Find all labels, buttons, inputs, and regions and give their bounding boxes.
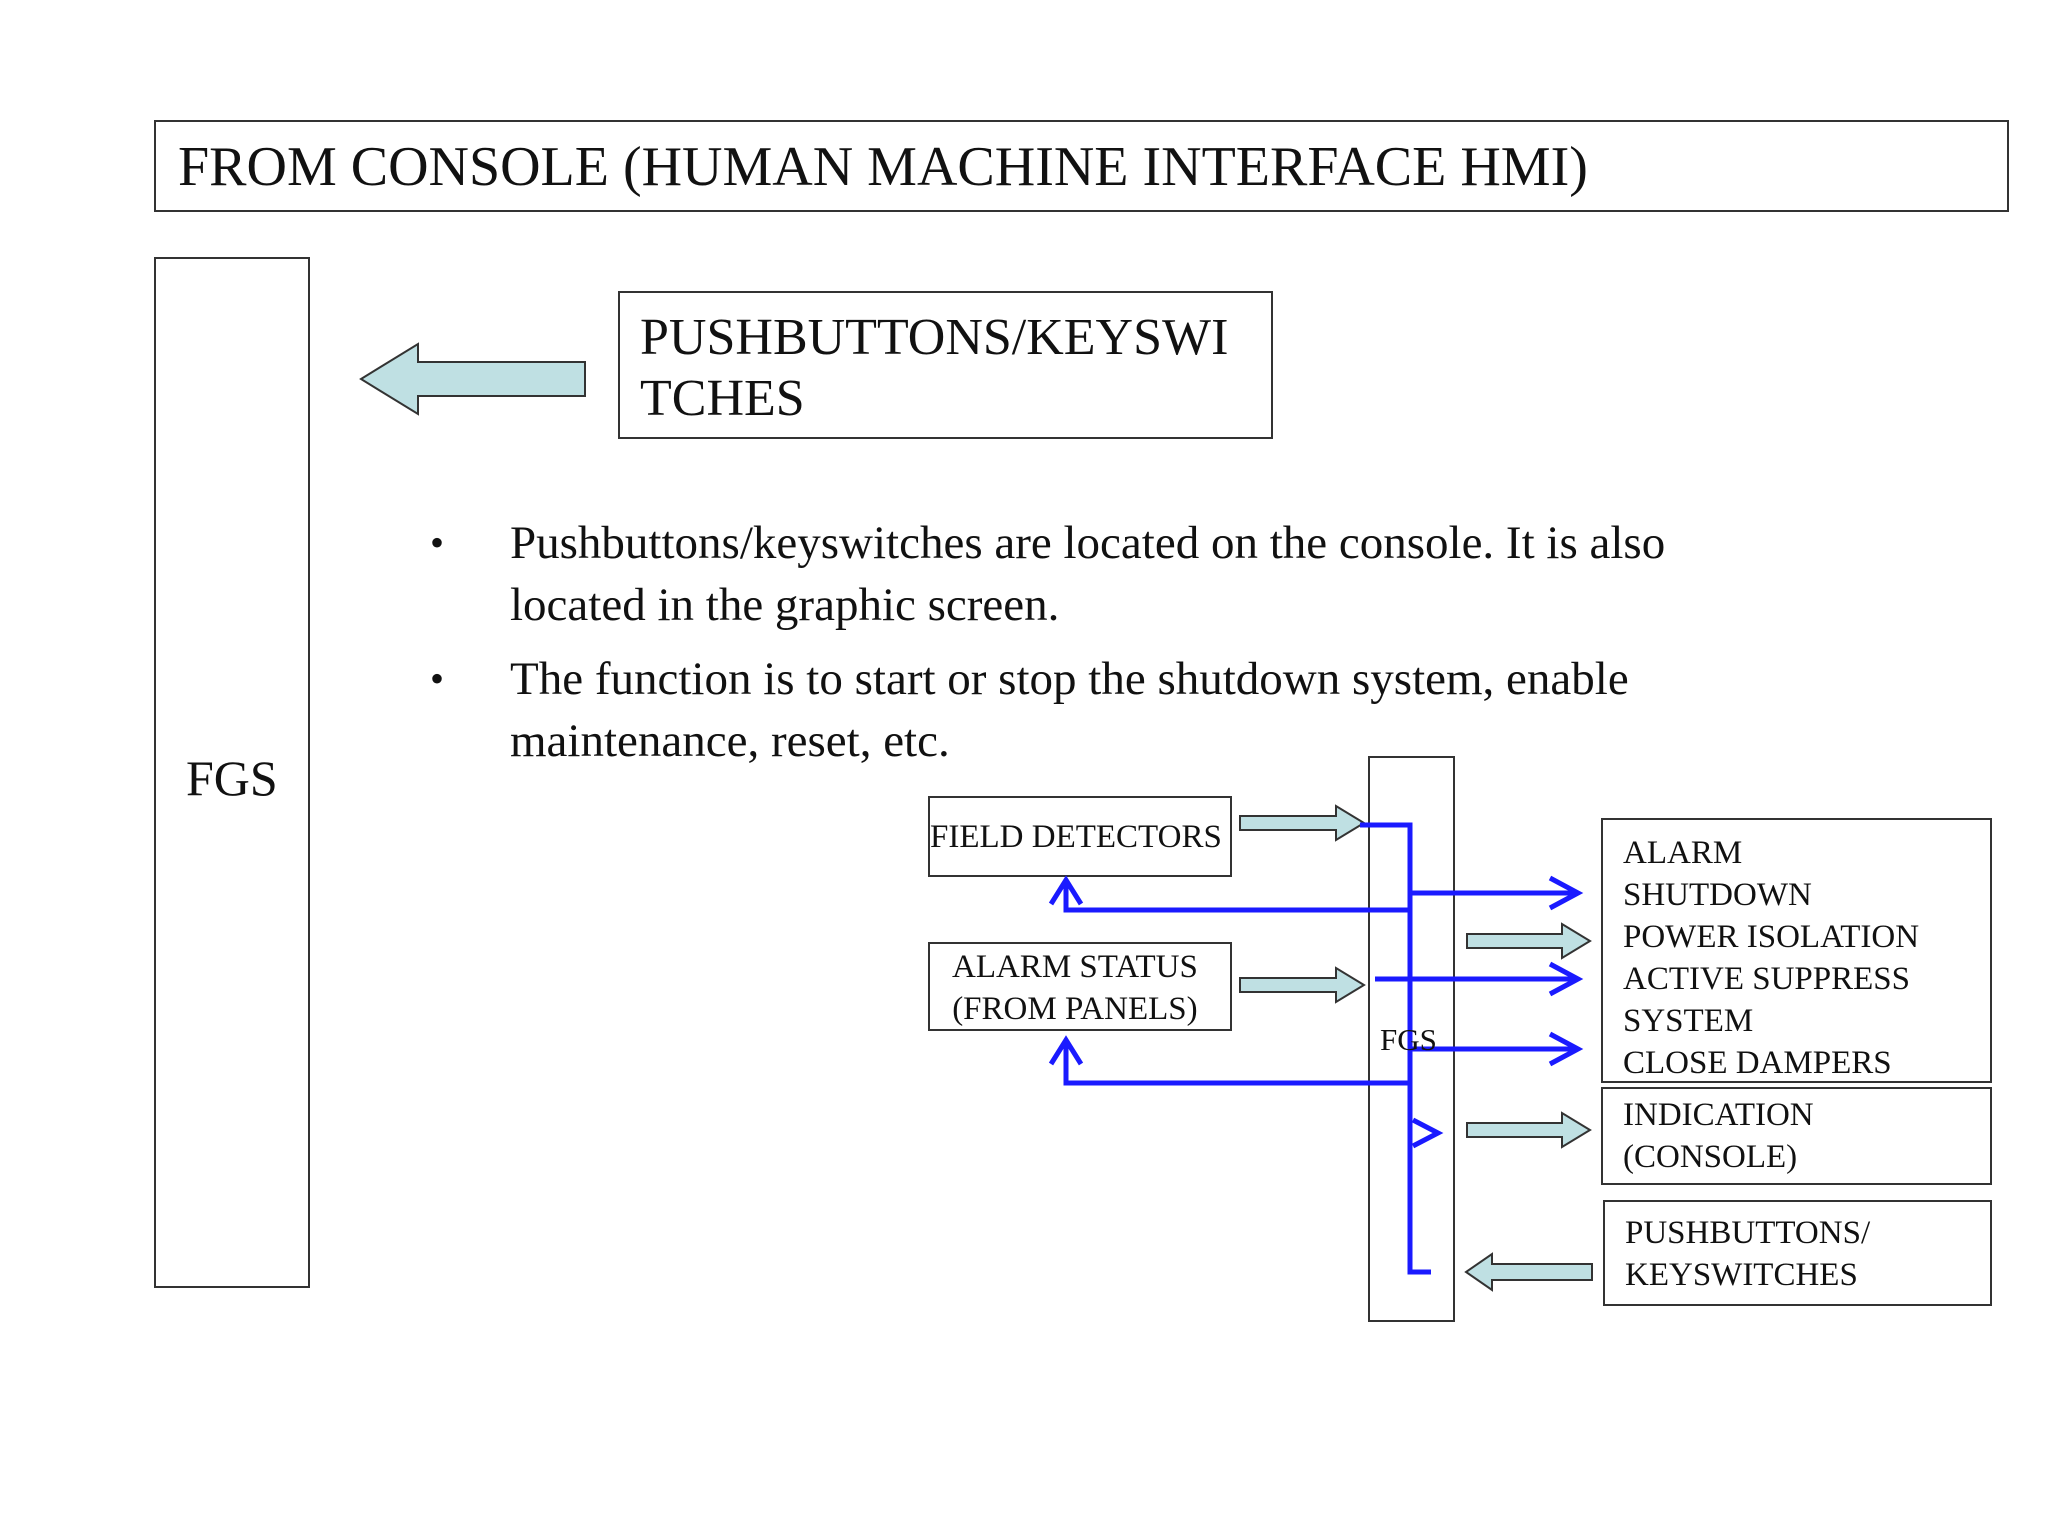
fgs-block-left: FGS <box>154 257 310 1288</box>
right-block-arrow-icon <box>1239 804 1366 842</box>
right-block-arrow-icon <box>1466 1111 1592 1149</box>
output-system: SYSTEM <box>1623 1003 1754 1039</box>
field-detectors-label: FIELD DETECTORS <box>930 819 1222 855</box>
signal-lines <box>1063 822 1576 1275</box>
indication-line2: (CONSOLE) <box>1623 1139 1798 1175</box>
pushbuttons-small-line2: KEYSWITCHES <box>1625 1257 1858 1293</box>
left-block-arrow-icon <box>359 342 586 416</box>
left-block-arrow-icon <box>1464 1252 1593 1292</box>
pushbuttons-small-line1: PUSHBUTTONS/ <box>1625 1215 1871 1251</box>
indication-box: INDICATION (CONSOLE) <box>1601 1087 1992 1185</box>
alarm-status-box: ALARM STATUS (FROM PANELS) <box>928 942 1232 1031</box>
pushbuttons-line2: TCHES <box>640 370 805 427</box>
pushbuttons-line1: PUSHBUTTONS/KEYSWI <box>640 309 1229 366</box>
alarm-status-line2: (FROM PANELS) <box>952 991 1198 1027</box>
bullet-dot-icon: • <box>430 656 445 701</box>
signal-arrow-icon <box>1048 875 1084 906</box>
signal-arrow-icon <box>1548 961 1584 997</box>
signal-arrow-icon <box>1548 1031 1584 1067</box>
output-power-isolation: POWER ISOLATION <box>1623 919 1920 955</box>
bullet-1-line2: located in the graphic screen. <box>510 579 1060 631</box>
bullet-item: • The function is to start or stop the s… <box>430 648 1850 772</box>
output-alarm: ALARM <box>1623 835 1743 871</box>
signal-to-alarm-status <box>1063 1040 1410 1086</box>
title-box: FROM CONSOLE (HUMAN MACHINE INTERFACE HM… <box>154 120 2009 212</box>
field-detectors-box: FIELD DETECTORS <box>928 796 1232 877</box>
output-shutdown: SHUTDOWN <box>1623 877 1812 913</box>
signal-arrow-icon <box>1411 1117 1444 1149</box>
bullet-list: • Pushbuttons/keyswitches are located on… <box>430 512 1850 784</box>
bullet-2-line2: maintenance, reset, etc. <box>510 715 950 767</box>
pushbuttons-keyswitches-small-box: PUSHBUTTONS/ KEYSWITCHES <box>1603 1200 1992 1306</box>
alarm-status-line1: ALARM STATUS <box>952 949 1198 985</box>
fgs-left-label: FGS <box>186 750 278 806</box>
output-active-suppress: ACTIVE SUPPRESS <box>1623 961 1910 997</box>
bullet-1-line1: Pushbuttons/keyswitches are located on t… <box>510 517 1666 569</box>
indication-line1: INDICATION <box>1623 1097 1814 1133</box>
signal-arrow-icon <box>1548 875 1584 911</box>
signal-arrow-icon <box>1048 1035 1084 1066</box>
right-block-arrow-icon <box>1239 966 1366 1004</box>
bullet-item: • Pushbuttons/keyswitches are located on… <box>430 512 1850 636</box>
page-title: FROM CONSOLE (HUMAN MACHINE INTERFACE HM… <box>178 136 1588 198</box>
bullet-2-line1: The function is to start or stop the shu… <box>510 653 1629 705</box>
pushbuttons-keyswitches-box: PUSHBUTTONS/KEYSWI TCHES <box>618 291 1273 439</box>
bullet-dot-icon: • <box>430 520 445 565</box>
fgs-right-label: FGS <box>1380 1022 1437 1057</box>
output-close-dampers: CLOSE DAMPERS <box>1623 1045 1892 1081</box>
outputs-box: ALARM SHUTDOWN POWER ISOLATION ACTIVE SU… <box>1601 818 1992 1083</box>
right-block-arrow-icon <box>1466 922 1592 960</box>
signal-to-field-detectors <box>1063 880 1410 913</box>
